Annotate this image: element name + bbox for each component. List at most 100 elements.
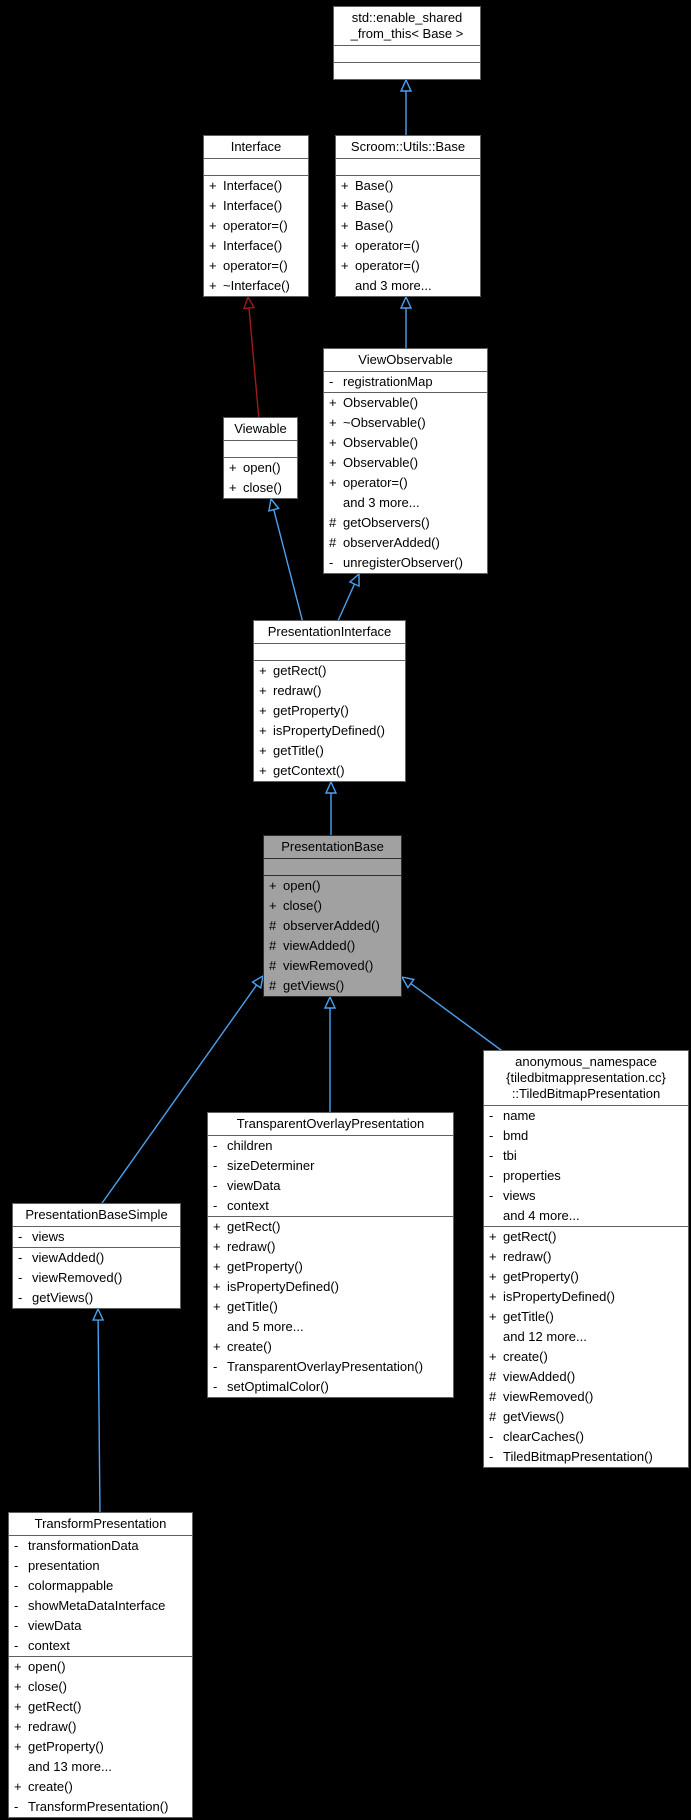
class-box-scroom_utils_base[interactable]: Scroom::Utils::Base+Base()+Base()+Base()…: [335, 135, 481, 297]
member-row: and 4 more...: [484, 1206, 688, 1226]
member-row: +redraw(): [208, 1237, 453, 1257]
member-row: -presentation: [9, 1556, 192, 1576]
member-label: Base(): [355, 178, 394, 193]
member-row: +close(): [224, 478, 297, 498]
member-row: +redraw(): [254, 681, 405, 701]
class-box-presentation_base_simple[interactable]: PresentationBaseSimple-views-viewAdded()…: [12, 1203, 181, 1309]
member-visibility: #: [329, 515, 337, 530]
member-row: +operator=(): [324, 473, 487, 493]
member-label: name: [503, 1108, 536, 1123]
member-row: -context: [208, 1196, 453, 1216]
member-visibility: +: [269, 878, 277, 893]
member-visibility: -: [329, 374, 334, 389]
member-label: close(): [28, 1679, 68, 1694]
member-label: registrationMap: [343, 374, 433, 389]
member-visibility: -: [213, 1379, 218, 1394]
class-box-view_observable[interactable]: ViewObservable-registrationMap+Observabl…: [323, 348, 488, 574]
member-visibility: -: [489, 1168, 494, 1183]
class-title-line: TransparentOverlayPresentation: [236, 1116, 425, 1131]
member-label: viewAdded(): [503, 1369, 576, 1384]
class-title-line: PresentationBase: [281, 839, 384, 854]
member-row: +getTitle(): [484, 1307, 688, 1327]
methods-section: +Observable()+~Observable()+Observable()…: [324, 392, 487, 573]
inheritance-arrowhead: [242, 295, 256, 310]
member-visibility: +: [213, 1259, 221, 1274]
member-label: isPropertyDefined(): [273, 723, 385, 738]
attributes-section: [264, 858, 401, 875]
member-label: getViews(): [503, 1409, 565, 1424]
class-title: Viewable: [224, 418, 297, 440]
class-title: TransformPresentation: [9, 1513, 192, 1535]
member-visibility: #: [269, 938, 277, 953]
member-label: getTitle(): [273, 743, 324, 758]
member-visibility: +: [209, 178, 217, 193]
class-box-interface[interactable]: Interface+Interface()+Interface()+operat…: [203, 135, 309, 297]
inheritance-edge-line: [272, 508, 304, 624]
attributes-section: [204, 158, 308, 175]
member-visibility: -: [14, 1558, 19, 1573]
member-row: -TransformPresentation(): [9, 1797, 192, 1817]
member-row: -TransparentOverlayPresentation(): [208, 1357, 453, 1377]
member-row: + Base(): [336, 176, 480, 196]
member-row: + Interface(): [204, 176, 308, 196]
member-row: +~Interface(): [204, 276, 308, 296]
member-visibility: +: [213, 1299, 221, 1314]
class-box-presentation_base[interactable]: PresentationBase+open()+close()#observer…: [263, 835, 402, 997]
member-visibility: +: [329, 455, 337, 470]
member-visibility: +: [341, 178, 349, 193]
member-label: and 12 more...: [503, 1329, 587, 1344]
member-visibility: -: [14, 1638, 19, 1653]
class-box-viewable[interactable]: Viewable +open()+close(): [223, 417, 298, 499]
member-row: #viewAdded(): [264, 936, 401, 956]
member-visibility: +: [14, 1679, 22, 1694]
member-visibility: +: [259, 703, 267, 718]
member-visibility: -: [14, 1578, 19, 1593]
class-title-line: ViewObservable: [358, 352, 453, 367]
class-box-presentation_interface[interactable]: PresentationInterface +getRect()+redraw()…: [253, 620, 406, 782]
member-row: -bmd: [484, 1126, 688, 1146]
member-row: -children: [208, 1136, 453, 1156]
member-visibility: -: [18, 1229, 23, 1244]
methods-section: +getRect()+redraw()+getProperty()+isProp…: [254, 660, 405, 781]
member-visibility: +: [489, 1269, 497, 1284]
member-row: + operator=(): [336, 236, 480, 256]
member-row: +create(): [484, 1347, 688, 1367]
member-visibility: +: [341, 238, 349, 253]
member-visibility: +: [489, 1309, 497, 1324]
member-visibility: +: [209, 278, 217, 293]
member-row: -TiledBitmapPresentation(): [484, 1447, 688, 1467]
inheritance-arrowhead: [348, 572, 360, 588]
member-row: #viewAdded(): [484, 1367, 688, 1387]
member-row: +~Observable(): [324, 413, 487, 433]
member-visibility: +: [213, 1339, 221, 1354]
member-visibility: +: [259, 683, 267, 698]
member-visibility: +: [489, 1229, 497, 1244]
member-row: +open(): [264, 876, 401, 896]
member-label: viewData: [227, 1178, 281, 1193]
class-box-enable_shared_from_this[interactable]: std::enable_shared_from_this< Base >: [333, 6, 481, 80]
class-box-tiled_bitmap_presentation[interactable]: anonymous_namespace{tiledbitmappresentat…: [483, 1050, 689, 1468]
member-label: and 5 more...: [227, 1319, 304, 1334]
member-row: +getProperty(): [208, 1257, 453, 1277]
member-row: -transformationData: [9, 1536, 192, 1556]
member-label: operator=(): [355, 238, 420, 253]
member-label: Interface(): [223, 178, 283, 193]
member-row: -properties: [484, 1166, 688, 1186]
member-row: +getProperty(): [9, 1737, 192, 1757]
member-visibility: +: [341, 218, 349, 233]
member-row: -name: [484, 1106, 688, 1126]
class-box-transparent_overlay_presentation[interactable]: TransparentOverlayPresentation-children-…: [207, 1112, 454, 1398]
inheritance-arrowhead: [268, 497, 280, 512]
class-box-transform_presentation[interactable]: TransformPresentation-transformationData…: [8, 1512, 193, 1818]
class-title: PresentationInterface: [254, 621, 405, 643]
member-visibility: [489, 1206, 503, 1226]
member-row: +Base(): [336, 196, 480, 216]
class-title: ViewObservable: [324, 349, 487, 371]
member-label: redraw(): [28, 1719, 77, 1734]
member-visibility: +: [14, 1699, 22, 1714]
attributes-section: -children-sizeDeterminer-viewData-contex…: [208, 1135, 453, 1216]
methods-section: +open()+close(): [224, 457, 297, 498]
member-visibility: -: [14, 1799, 19, 1814]
